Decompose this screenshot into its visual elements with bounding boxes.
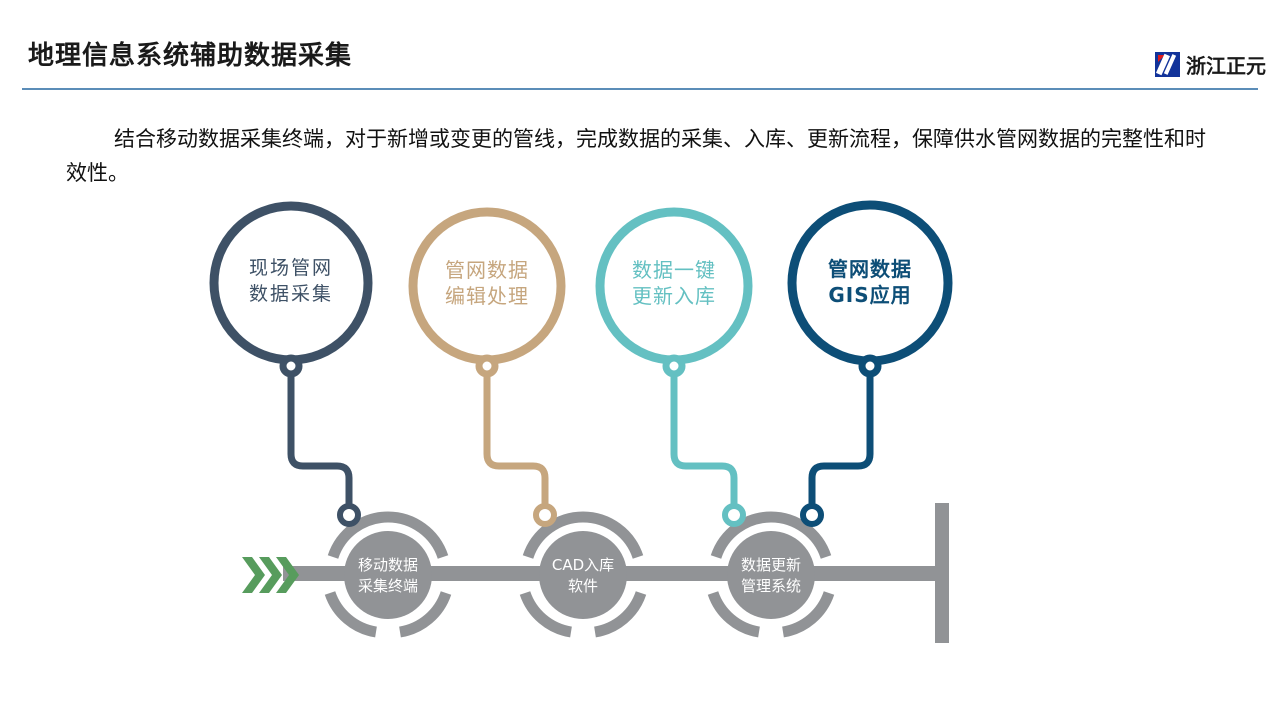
brand-logo: 浙江正元 — [1155, 50, 1266, 79]
connector-1 — [287, 364, 353, 512]
connector-4 — [808, 364, 874, 512]
description-paragraph: 结合移动数据采集终端，对于新增或变更的管线，完成数据的采集、入库、更新流程，保障… — [66, 127, 1206, 185]
zhengyuan-logo-icon — [1155, 52, 1180, 77]
bottom-node-1-label-line1: 移动数据 — [358, 556, 418, 574]
top-node-2-label-line1: 管网数据 — [445, 258, 529, 282]
bottom-node-2-label-line2: 软件 — [568, 577, 598, 595]
process-flow-diagram: 移动数据 采集终端 CAD入库 软件 数据更新 管理系统 — [0, 178, 1280, 678]
bottom-node-1-label-line2: 采集终端 — [358, 577, 418, 595]
bottom-node-3-label-line1: 数据更新 — [741, 556, 801, 574]
bottom-node-rings — [324, 511, 835, 638]
inflow-arrows-icon — [242, 557, 299, 593]
top-node-3-label-line1: 数据一键 — [632, 258, 716, 282]
connector-end-nodes — [337, 503, 824, 527]
header-divider — [22, 88, 1258, 90]
connector-2 — [483, 364, 549, 512]
top-node-1-label-line1: 现场管网 — [249, 257, 333, 279]
bottom-node-2-label-line1: CAD入库 — [552, 556, 614, 574]
top-node-4-label-line1: 管网数据 — [828, 257, 912, 281]
top-node-neck-nodes — [279, 354, 882, 378]
bottom-node-3-disc[interactable] — [727, 531, 815, 619]
slide-header: 地理信息系统辅助数据采集 浙江正元 — [0, 0, 1280, 92]
brand-name: 浙江正元 — [1186, 54, 1266, 78]
bottom-node-3-label-line2: 管理系统 — [741, 577, 801, 595]
top-node-4-label-line2: GIS应用 — [828, 283, 911, 307]
top-node-1-label-line2: 数据采集 — [249, 283, 333, 305]
bottom-node-1-disc[interactable] — [344, 531, 432, 619]
bottom-node-discs — [344, 531, 815, 619]
top-node-2-label-line2: 编辑处理 — [445, 284, 529, 308]
page-title: 地理信息系统辅助数据采集 — [28, 40, 353, 70]
bottom-node-2-disc[interactable] — [539, 531, 627, 619]
connector-3 — [670, 364, 738, 512]
top-node-3-label-line2: 更新入库 — [632, 284, 716, 308]
